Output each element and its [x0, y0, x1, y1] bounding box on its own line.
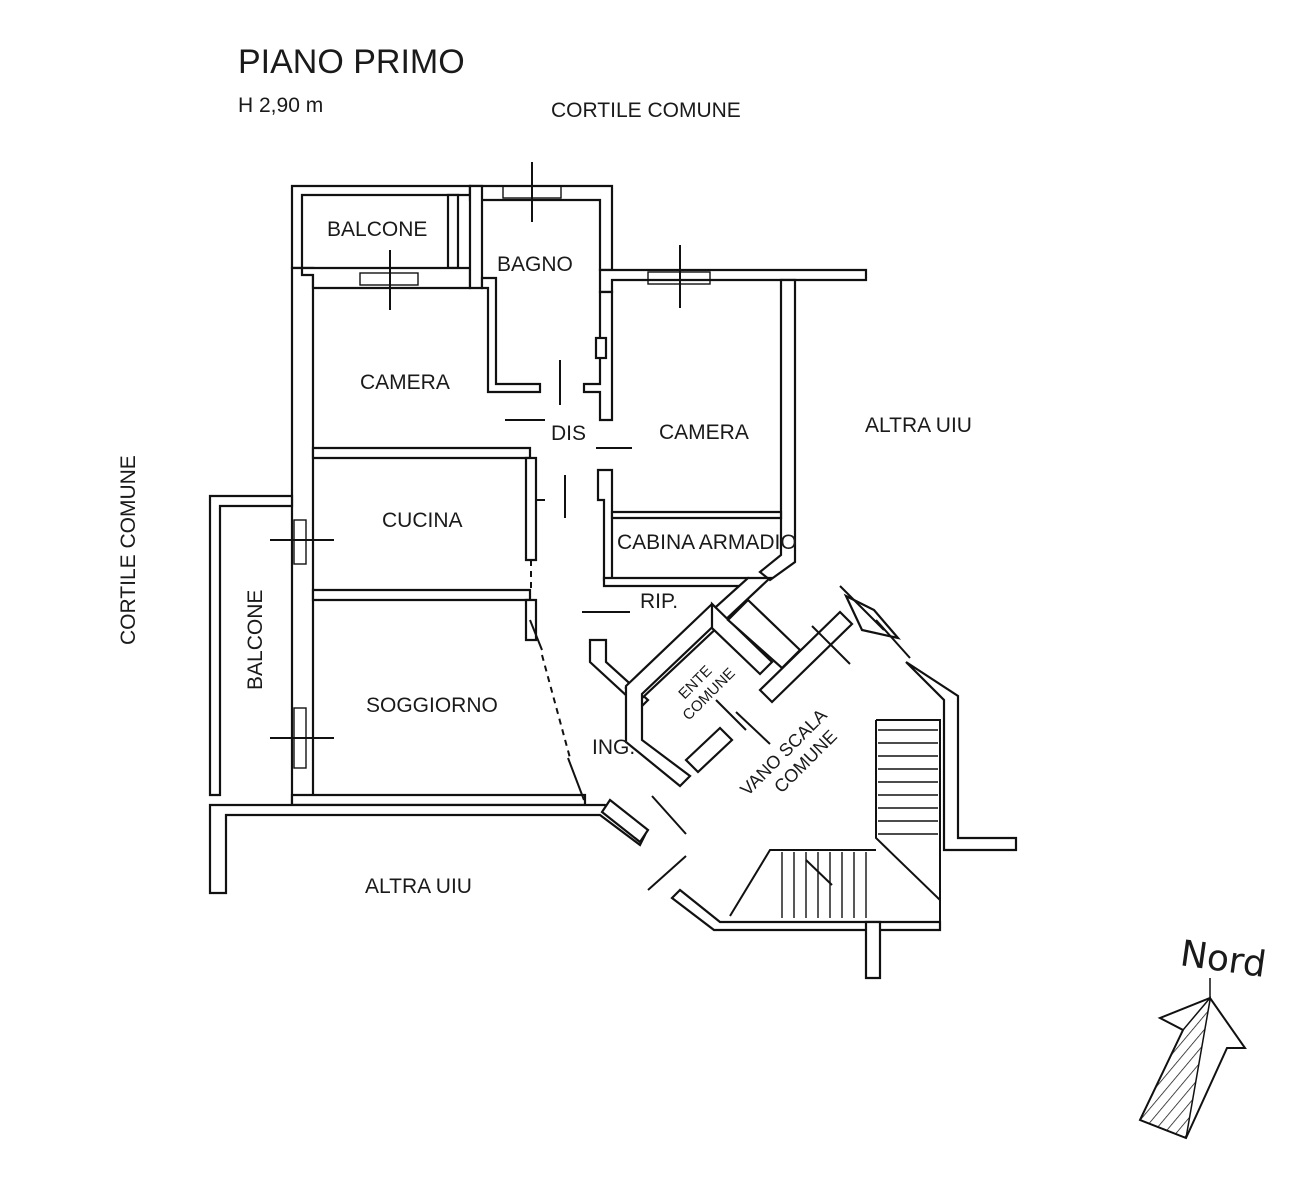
label-cucina: CUCINA — [382, 509, 463, 532]
label-camera-right: CAMERA — [659, 421, 749, 444]
label-ing: ING. — [592, 736, 635, 759]
label-camera-left: CAMERA — [360, 371, 450, 394]
label-cabina-armadio: CABINA ARMADIO — [617, 531, 797, 554]
label-bagno: BAGNO — [497, 253, 573, 276]
label-balcone-left: BALCONE — [244, 590, 267, 690]
label-balcone-top: BALCONE — [327, 218, 427, 241]
label-vano-scala: VANO SCALA COMUNE — [736, 705, 841, 800]
north-arrow-icon — [1138, 978, 1247, 1140]
label-cortile-top: CORTILE COMUNE — [551, 99, 741, 122]
label-dis: DIS — [551, 422, 586, 445]
label-cortile-left: CORTILE COMUNE — [117, 455, 140, 645]
floor-title: PIANO PRIMO — [238, 43, 465, 81]
walls — [208, 184, 1018, 980]
windows — [270, 162, 911, 769]
compass-label: Nord — [1178, 933, 1269, 986]
label-altra-uiu-bottom: ALTRA UIU — [365, 875, 472, 898]
label-altra-uiu-right: ALTRA UIU — [865, 414, 972, 437]
doors — [505, 360, 833, 891]
ceiling-height: H 2,90 m — [238, 94, 323, 117]
label-rip: RIP. — [640, 590, 678, 613]
stairs — [781, 729, 938, 918]
label-soggiorno: SOGGIORNO — [366, 694, 498, 717]
